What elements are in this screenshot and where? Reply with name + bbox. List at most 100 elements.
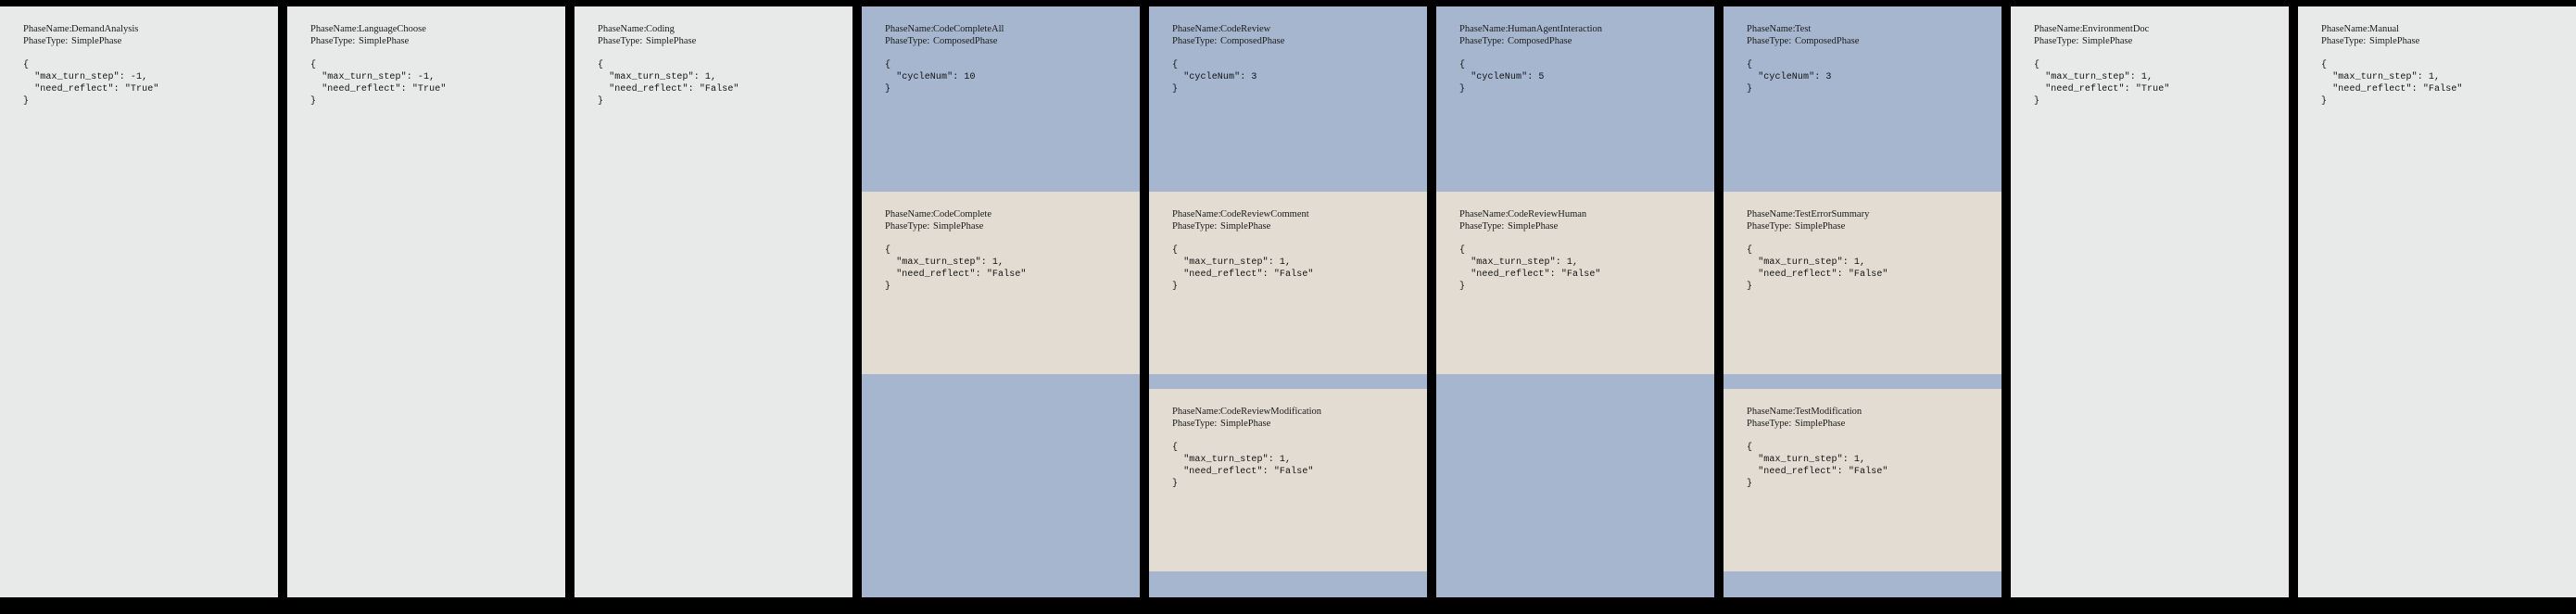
phase-name-value: CodeComplete: [933, 209, 991, 219]
phase-config-json: { "max_turn_step": -1, "need_reflect": "…: [310, 60, 447, 107]
phase-type-label: PhaseType:: [2321, 36, 2367, 46]
phase-name-value: CodeReviewComment: [1220, 209, 1309, 219]
phase-name-label-line: PhaseName:Coding: [598, 23, 852, 35]
phase-type-label-line: PhaseType:SimplePhase: [1747, 220, 2001, 232]
phase-name-label-line: PhaseName:Test: [1747, 23, 2001, 35]
composed-phase-separator: [1724, 374, 2001, 389]
phase-name-label: PhaseName:: [23, 24, 72, 34]
phase-type-label: PhaseType:: [310, 36, 356, 46]
phase-type-value: SimplePhase: [1795, 221, 1846, 232]
phase-config-json: { "max_turn_step": 1, "need_reflect": "F…: [1747, 443, 1888, 489]
phase-config-json: { "max_turn_step": -1, "need_reflect": "…: [23, 60, 159, 107]
phase-type-label-line: PhaseType:SimplePhase: [1459, 220, 1714, 232]
phase-type-label: PhaseType:: [1747, 221, 1792, 232]
phase-type-value: ComposedPhase: [933, 36, 998, 46]
phase-type-label: PhaseType:: [1172, 419, 1218, 429]
phase-type-label: PhaseType:: [1459, 36, 1505, 46]
phase-name-label: PhaseName:: [885, 24, 934, 34]
phase-type-value: SimplePhase: [1220, 419, 1271, 429]
phase-name-value: CodeReviewHuman: [1508, 209, 1587, 219]
phase-config-json: { "cycleNum": 10 }: [885, 60, 976, 94]
phase-name-value: DemandAnalysis: [71, 24, 139, 34]
phase-type-value: SimplePhase: [1795, 419, 1846, 429]
phase-type-label-line: PhaseType:ComposedPhase: [885, 35, 1140, 47]
phase-name-label-line: PhaseName:HumanAgentInteraction: [1459, 23, 1714, 35]
phase-type-label-line: PhaseType:SimplePhase: [1172, 220, 1427, 232]
phase-type-label-line: PhaseType:SimplePhase: [1747, 418, 2001, 430]
phase-config-json: { "max_turn_step": 1, "need_reflect": "T…: [2034, 60, 2170, 107]
phase-config-json: { "max_turn_step": 1, "need_reflect": "F…: [2321, 60, 2463, 107]
phase-type-value: SimplePhase: [2369, 36, 2420, 46]
phase-type-label: PhaseType:: [2034, 36, 2079, 46]
phase-name-label: PhaseName:: [1459, 209, 1509, 219]
phase-type-label-line: PhaseType:SimplePhase: [598, 35, 852, 47]
phase-name-label-line: PhaseName:DemandAnalysis: [23, 23, 278, 35]
phase-name-label: PhaseName:: [1459, 24, 1509, 34]
composed-phase-filler: [862, 374, 1140, 597]
phase-type-label: PhaseType:: [1459, 221, 1505, 232]
phase-name-value: LanguageChoose: [359, 24, 426, 34]
phase-name-value: TestErrorSummary: [1795, 209, 1870, 219]
phase-type-label-line: PhaseType:SimplePhase: [310, 35, 565, 47]
phase-type-value: SimplePhase: [359, 36, 410, 46]
phase-name-value: HumanAgentInteraction: [1508, 24, 1603, 34]
phase-type-label: PhaseType:: [885, 36, 930, 46]
phase-config-json: { "max_turn_step": 1, "need_reflect": "F…: [1459, 245, 1601, 292]
phase-name-label-line: PhaseName:CodeReviewHuman: [1459, 208, 1714, 220]
phase-name-value: Manual: [2369, 24, 2400, 34]
phase-name-label: PhaseName:: [2034, 24, 2083, 34]
phase-type-value: ComposedPhase: [1220, 36, 1285, 46]
phase-config-json: { "max_turn_step": 1, "need_reflect": "F…: [1172, 245, 1314, 292]
phase-name-label: PhaseName:: [1172, 209, 1221, 219]
composed-phase-separator: [1149, 374, 1427, 389]
phase-config-json: { "cycleNum": 3 }: [1747, 60, 1832, 94]
phase-type-value: SimplePhase: [2082, 36, 2133, 46]
phase-name-value: CodeReview: [1220, 24, 1271, 34]
phase-type-label-line: PhaseType:SimplePhase: [1172, 418, 1427, 430]
phase-name-label-line: PhaseName:CodeComplete: [885, 208, 1140, 220]
phase-name-label: PhaseName:: [2321, 24, 2370, 34]
phase-type-value: SimplePhase: [933, 221, 984, 232]
phase-name-value: CodeCompleteAll: [933, 24, 1004, 34]
phase-type-label-line: PhaseType:SimplePhase: [2321, 35, 2576, 47]
phase-type-label: PhaseType:: [598, 36, 643, 46]
phase-name-label-line: PhaseName:TestErrorSummary: [1747, 208, 2001, 220]
phase-type-label-line: PhaseType:SimplePhase: [23, 35, 278, 47]
phase-name-label-line: PhaseName:CodeReview: [1172, 23, 1427, 35]
phase-name-value: TestModification: [1795, 407, 1863, 417]
composed-phase-filler: [1149, 571, 1427, 597]
phase-config-json: { "max_turn_step": 1, "need_reflect": "F…: [1747, 245, 1888, 292]
composed-phase-filler: [1724, 571, 2001, 597]
phase-type-label: PhaseType:: [1747, 36, 1792, 46]
phase-name-value: Test: [1795, 24, 1812, 34]
phase-type-value: SimplePhase: [646, 36, 697, 46]
phase-type-label: PhaseType:: [1172, 36, 1218, 46]
phase-type-label: PhaseType:: [23, 36, 69, 46]
phase-name-label: PhaseName:: [1172, 24, 1221, 34]
